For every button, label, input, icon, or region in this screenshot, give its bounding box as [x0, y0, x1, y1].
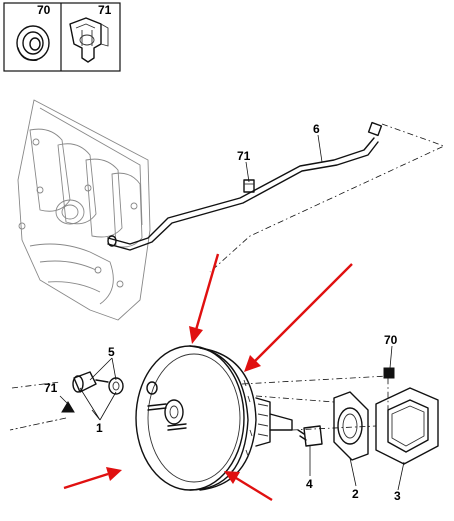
callout-71-pipe: 71	[237, 149, 251, 163]
parts-legend: 70 71	[3, 2, 121, 72]
legend-label-70: 70	[37, 3, 51, 17]
callout-6: 6	[313, 122, 320, 136]
highlight-arrows	[63, 253, 353, 502]
gasket	[333, 391, 369, 461]
callout-3: 3	[394, 489, 401, 503]
alignment-dashline-frame	[291, 425, 377, 431]
seal-frame	[375, 387, 439, 465]
clip-icon	[69, 17, 109, 63]
vacuum-pipe	[107, 121, 383, 251]
grommet-part	[383, 367, 395, 379]
pipe-connection-dashline	[209, 123, 446, 273]
callout-5: 5	[108, 345, 115, 359]
alignment-dashline-grommet	[241, 375, 389, 412]
red-arrow-top	[189, 253, 220, 344]
callout-1: 1	[96, 421, 103, 435]
callout-70: 70	[384, 333, 398, 347]
red-arrow-left	[63, 467, 122, 490]
callout-4: 4	[306, 477, 313, 491]
grommet-icon	[16, 25, 50, 61]
left-clip	[61, 401, 75, 413]
callout-2: 2	[352, 487, 359, 501]
red-arrow-right	[244, 263, 353, 372]
intake-manifold-illustration	[17, 99, 151, 321]
callout-71-left: 71	[44, 381, 58, 395]
leader-lines	[59, 134, 405, 491]
fork-clip	[297, 425, 323, 447]
alignment-dashline-left	[9, 381, 67, 431]
red-arrow-bottom	[224, 471, 273, 502]
brake-booster	[135, 345, 293, 491]
legend-label-71: 71	[98, 3, 112, 17]
